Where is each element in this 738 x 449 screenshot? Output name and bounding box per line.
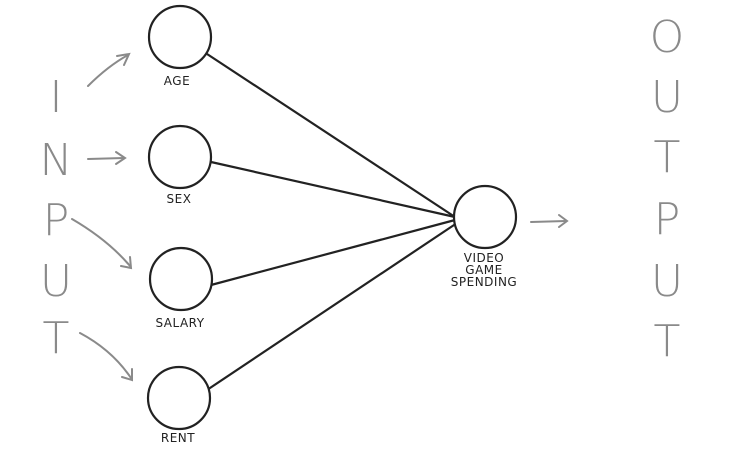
edge-sex-output: [209, 160, 457, 219]
output-letter-5: U: [651, 256, 683, 307]
input-letter-3: P: [43, 195, 70, 246]
input-letter-5: T: [43, 313, 70, 364]
input-label-age: AGE: [164, 74, 190, 88]
input-node-rent: [146, 365, 212, 431]
input-label-rent: RENT: [161, 431, 195, 445]
input-node-sex: [147, 124, 213, 190]
output-arrow: [530, 214, 569, 228]
edge-rent-output: [205, 221, 459, 392]
input-letter-2: N: [40, 135, 73, 186]
input-node-salary: [148, 246, 214, 312]
input-arrow-2: [87, 151, 127, 165]
output-node: [452, 184, 518, 250]
input-letter-1: I: [50, 72, 63, 123]
edge-salary-output: [209, 218, 457, 287]
input-label-salary: SALARY: [155, 316, 204, 330]
edge-age-output: [202, 50, 457, 219]
input-label-sex: SEX: [167, 192, 192, 206]
input-letter-4: U: [40, 256, 72, 307]
output-label-line-2: GAME: [465, 263, 502, 277]
input-node-age: [147, 4, 213, 70]
input-arrow-4: [79, 332, 133, 382]
output-letter-6: T: [654, 316, 681, 367]
output-label-line-1: VIDEO: [464, 251, 505, 265]
output-letter-4: P: [654, 194, 681, 245]
output-letter-3: T: [654, 132, 681, 183]
output-letter-1: O: [650, 12, 685, 63]
output-letter-2: U: [651, 72, 683, 123]
input-arrow-1: [87, 52, 131, 87]
output-label-line-3: SPENDING: [451, 275, 517, 289]
input-arrow-3: [71, 218, 133, 270]
